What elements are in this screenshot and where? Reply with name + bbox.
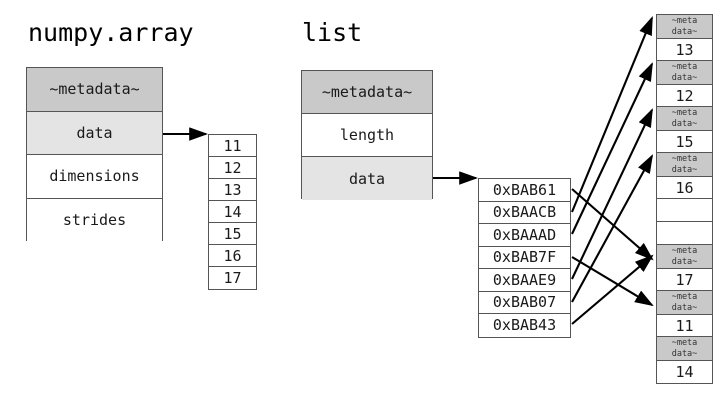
arrow-pointer-0-to-17 bbox=[571, 188, 654, 261]
heap-free-slot bbox=[657, 222, 712, 245]
list-field-data: data bbox=[302, 157, 432, 200]
list-struct: ~metadata~ length data bbox=[301, 70, 433, 200]
heap-meta-line1: ~meta bbox=[671, 337, 698, 348]
pointer-cell: 0xBAB07 bbox=[479, 292, 570, 314]
heap-meta-line1: ~meta bbox=[671, 245, 698, 256]
numpy-field-data: data bbox=[27, 111, 162, 155]
buffer-cell: 17 bbox=[223, 269, 242, 287]
contiguous-data-buffer: 11 12 13 14 15 16 17 bbox=[208, 134, 257, 290]
heap-object-value: 13 bbox=[657, 39, 712, 61]
heap-meta-line2: data~ bbox=[671, 118, 698, 129]
list-field-metadata: ~metadata~ bbox=[302, 71, 432, 114]
pointer-cell: 0xBAB43 bbox=[492, 316, 557, 335]
heap-meta-line1: ~meta bbox=[671, 107, 698, 118]
heap-object-value: 16 bbox=[657, 177, 712, 199]
heap-object-metadata: ~meta data~ bbox=[657, 337, 712, 361]
buffer-cell: 12 bbox=[209, 157, 256, 179]
heap-object-metadata: ~meta data~ bbox=[657, 15, 712, 39]
numpy-array-title: numpy.array bbox=[28, 18, 194, 47]
numpy-field-strides: strides bbox=[27, 198, 162, 242]
heap-object-value: 17 bbox=[657, 269, 712, 291]
heap-object-value: 14 bbox=[657, 361, 712, 383]
pointer-cell: 0xBAAE9 bbox=[479, 269, 570, 292]
heap-meta-line1: ~meta bbox=[671, 291, 698, 302]
buffer-cell: 11 bbox=[209, 135, 256, 157]
list-title: list bbox=[302, 18, 363, 47]
heap-meta-line1: ~meta bbox=[671, 15, 698, 26]
heap-meta-line1: ~meta bbox=[671, 153, 698, 164]
heap-meta-line2: data~ bbox=[671, 348, 698, 359]
heap-object-value: 11 bbox=[657, 315, 712, 337]
pointer-array: 0xBAB61 0xBAACB 0xBAAAD 0xBAB7F 0xBAAE9 … bbox=[478, 178, 571, 338]
heap-object-metadata: ~meta data~ bbox=[657, 245, 712, 269]
heap-meta-line2: data~ bbox=[671, 302, 698, 313]
arrow-pointer-6-to-17b bbox=[571, 254, 654, 325]
heap-meta-line2: data~ bbox=[671, 72, 698, 83]
pointer-cell: 0xBAACB bbox=[479, 202, 570, 224]
buffer-cell: 14 bbox=[209, 201, 256, 223]
arrow-pointer-4-to-15 bbox=[571, 108, 653, 280]
heap-object-metadata: ~meta data~ bbox=[657, 291, 712, 315]
heap-meta-line1: ~meta bbox=[671, 61, 698, 72]
heap-free-slot bbox=[657, 199, 712, 222]
heap-object-metadata: ~meta data~ bbox=[657, 61, 712, 85]
pointer-cell: 0xBAB7F bbox=[479, 247, 570, 269]
heap-object-metadata: ~meta data~ bbox=[657, 107, 712, 131]
heap-meta-line2: data~ bbox=[671, 164, 698, 175]
arrow-pointer-5-to-16 bbox=[571, 154, 654, 303]
pointer-cell: 0xBAAAD bbox=[479, 224, 570, 247]
heap-object-value: 15 bbox=[657, 131, 712, 153]
heap-meta-line2: data~ bbox=[671, 26, 698, 37]
buffer-cell: 13 bbox=[209, 179, 256, 201]
arrow-pointer-2-to-12 bbox=[571, 62, 653, 235]
buffer-cell: 15 bbox=[209, 223, 256, 245]
numpy-field-metadata: ~metadata~ bbox=[27, 68, 162, 112]
numpy-field-dimensions: dimensions bbox=[27, 155, 162, 199]
heap-object-value: 12 bbox=[657, 85, 712, 107]
heap-object-metadata: ~meta data~ bbox=[657, 153, 712, 177]
heap-meta-line2: data~ bbox=[671, 256, 698, 267]
arrow-pointer-3-to-11 bbox=[571, 256, 654, 307]
list-field-length: length bbox=[302, 114, 432, 157]
buffer-cell: 16 bbox=[209, 245, 256, 267]
arrow-pointer-1-to-13 bbox=[571, 16, 653, 213]
pointer-cell: 0xBAB61 bbox=[479, 179, 570, 202]
numpy-array-struct: ~metadata~ data dimensions strides bbox=[26, 67, 163, 242]
heap-object-column: ~meta data~ 13 ~meta data~ 12 ~meta data… bbox=[656, 14, 713, 384]
